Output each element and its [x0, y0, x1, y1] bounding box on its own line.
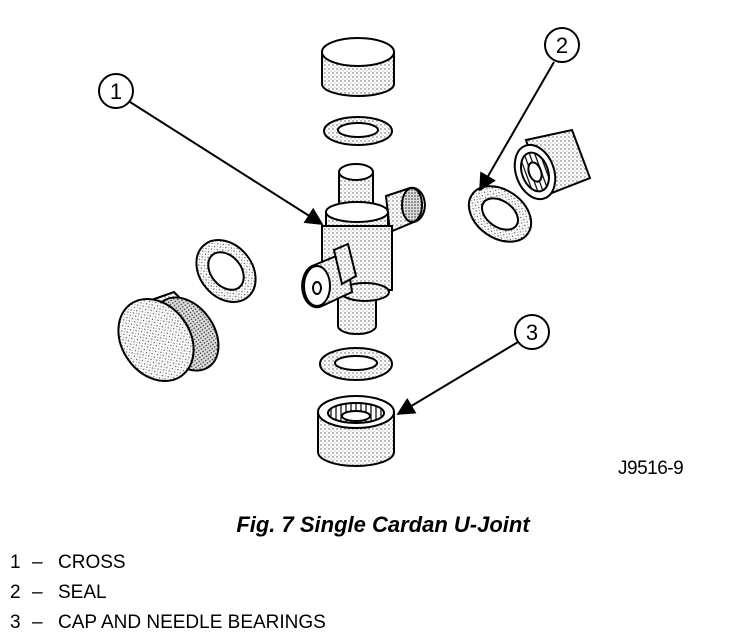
callout-1: 1 [98, 73, 134, 109]
legend-dash: – [32, 612, 43, 633]
callout-3: 3 [514, 314, 550, 350]
legend-number: 2 [10, 582, 21, 603]
legend-text: SEAL [58, 582, 107, 603]
legend-dash: – [32, 582, 43, 603]
callout-1-label: 1 [110, 79, 122, 104]
legend-text: CROSS [58, 552, 126, 573]
right-bearing-cap [513, 128, 592, 201]
callout-2-label: 2 [556, 33, 568, 58]
callout-3-label: 3 [526, 320, 538, 345]
right-seal [467, 185, 533, 243]
top-seal [323, 116, 393, 146]
legend-item: 3–CAP AND NEEDLE BEARINGS [10, 608, 326, 638]
left-bearing-cap [117, 290, 220, 382]
legend-number: 3 [10, 612, 21, 633]
legend: 1–CROSS 2–SEAL 3–CAP AND NEEDLE BEARINGS [10, 548, 326, 638]
figure-caption: Fig. 7 Single Cardan U-Joint [236, 512, 530, 537]
bottom-seal [319, 347, 393, 381]
leader-line-3 [396, 341, 519, 415]
figure-id: J9516-9 [618, 458, 684, 479]
legend-text: CAP AND NEEDLE BEARINGS [58, 612, 326, 633]
left-seal [195, 239, 257, 303]
legend-number: 1 [10, 552, 21, 573]
bottom-bearing-cap [317, 395, 395, 467]
u-joint-exploded-diagram: 1 2 3 [98, 27, 592, 467]
callout-2: 2 [544, 27, 580, 63]
cross [301, 163, 426, 335]
legend-dash: – [32, 552, 43, 573]
leader-line-1 [129, 101, 324, 225]
legend-item: 1–CROSS [10, 548, 326, 578]
leader-lines [129, 61, 555, 415]
legend-item: 2–SEAL [10, 578, 326, 608]
leader-line-2 [479, 61, 555, 192]
top-bearing-cap [321, 37, 395, 97]
